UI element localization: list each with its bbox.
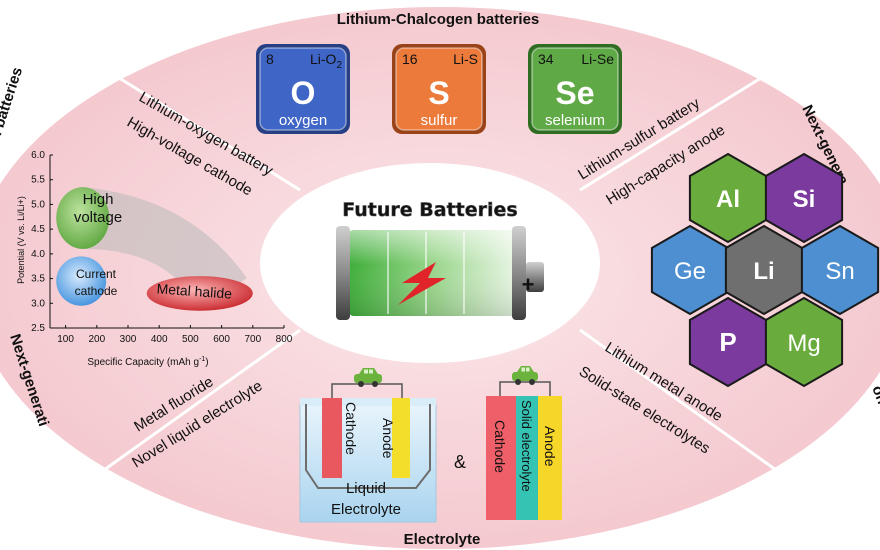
- element-symbol: O: [291, 75, 316, 111]
- region-metal-halide: [146, 276, 253, 311]
- element-pair: Li-S: [453, 51, 478, 67]
- hexagon-label: Sn: [825, 258, 854, 285]
- element-pair: Li-O2: [310, 51, 342, 71]
- element-number: 16: [402, 51, 418, 67]
- y-tick-label: 3.0: [31, 298, 45, 309]
- y-tick-label: 3.5: [31, 274, 45, 285]
- y-tick-label: 4.5: [31, 224, 45, 235]
- hexagon-label: Mg: [787, 330, 820, 357]
- solid-state-cell: Cathode Solid electrolyte Anode: [486, 366, 562, 520]
- hexagon-sn: Sn: [800, 224, 880, 316]
- liquid-electrolyte-label-2: Electrolyte: [331, 501, 401, 518]
- x-tick-label: 400: [151, 334, 168, 345]
- element-number: 8: [266, 51, 274, 67]
- center-title: Future Batteries: [342, 199, 517, 221]
- element-name: oxygen: [279, 112, 327, 129]
- hexagon-p: P: [688, 296, 768, 388]
- chart-x-axis-label: Specific Capacity (mAh g-1): [87, 356, 208, 368]
- anode-electrode: [392, 398, 410, 478]
- region-label-current-2: cathode: [75, 284, 118, 298]
- liquid-cell-anode-label: Anode: [380, 418, 396, 459]
- hexagon-label: Al: [716, 186, 740, 213]
- chart-axes: 100 200 300 400 500 600 700 800 2.5 3.0 3.5 4.0 4.5 5…: [31, 150, 293, 345]
- hexagon-si: Si: [764, 152, 844, 244]
- region-label-high-voltage-2: voltage: [74, 209, 122, 226]
- solid-cell-cathode-layer: [486, 396, 516, 520]
- x-tick-label: 200: [88, 334, 105, 345]
- region-high-voltage: [56, 187, 110, 249]
- hexagon-label: Ge: [674, 258, 706, 285]
- x-tick-label: 800: [276, 334, 293, 345]
- solid-cell-anode-label: Anode: [542, 426, 558, 467]
- y-tick-label: 4.0: [31, 249, 45, 260]
- liquid-electrolyte-label-1: Liquid: [346, 480, 386, 497]
- hexagon-mg: Mg: [764, 296, 844, 388]
- x-tick-label: 500: [182, 334, 199, 345]
- car-icon-2: [512, 366, 538, 385]
- region-label-high-voltage-1: High: [83, 191, 114, 208]
- solid-cell-electrolyte-label: Solid electrolyte: [519, 400, 534, 492]
- region-current-cathode: [56, 256, 107, 306]
- sector-dividers: [89, 58, 791, 482]
- cathode-electrode: [322, 398, 342, 478]
- element-number: 34: [538, 51, 554, 67]
- y-tick-label: 5.0: [31, 199, 45, 210]
- hexagon-label: Si: [793, 186, 816, 213]
- element-name: sulfur: [421, 112, 458, 129]
- y-tick-label: 2.5: [31, 323, 45, 334]
- liquid-cell-wire: [331, 383, 403, 398]
- hexagon-ge: Ge: [650, 224, 730, 316]
- chart-regions: [56, 187, 253, 311]
- y-tick-label: 5.5: [31, 175, 45, 186]
- liquid-cell-cathode-label: Cathode: [343, 402, 359, 455]
- x-tick-label: 600: [213, 334, 230, 345]
- hexagon-li: Li: [724, 224, 804, 316]
- hexagon-label: P: [719, 327, 736, 357]
- solid-cell-anode-layer: [538, 396, 562, 520]
- liquid-electrolyte-cell: Cathode Anode Liquid Electrolyte: [299, 368, 437, 523]
- potential-capacity-chart: 100 200 300 400 500 600 700 800 2.5 3.0 3.5 4.0 4.5 5…: [16, 150, 293, 368]
- hexagon-label: Li: [753, 258, 774, 285]
- solid-cell-wire: [499, 381, 551, 396]
- solid-cell-electrolyte-layer: [516, 396, 538, 520]
- region-label-metal-halide: Metal halide: [156, 280, 233, 301]
- element-name: selenium: [545, 112, 605, 129]
- element-symbol: Se: [555, 75, 594, 111]
- y-tick-label: 6.0: [31, 150, 45, 161]
- lightning-bolt-icon: [398, 262, 446, 305]
- top-section-title: Lithium-Chalcogen batteries: [337, 11, 540, 28]
- plus-terminal-sign: +: [522, 272, 535, 297]
- left-section-title-top: on batteries: [0, 65, 26, 151]
- x-tick-label: 300: [120, 334, 137, 345]
- chart-y-axis-label: Potential (V vs. Li/Li+): [16, 196, 26, 284]
- region-label-current-1: Current: [76, 267, 117, 281]
- x-tick-label: 700: [244, 334, 261, 345]
- right-section-title-bottom: on batteries: [868, 383, 880, 468]
- x-tick-label: 100: [57, 334, 74, 345]
- element-symbol: S: [428, 75, 449, 111]
- solid-cell-cathode-label: Cathode: [492, 420, 508, 473]
- battery-icon: +: [336, 226, 544, 320]
- car-icon: [354, 368, 382, 387]
- element-pair: Li-Se: [581, 51, 614, 67]
- bottom-section-title: Electrolyte: [404, 531, 481, 548]
- ampersand: &: [454, 452, 466, 472]
